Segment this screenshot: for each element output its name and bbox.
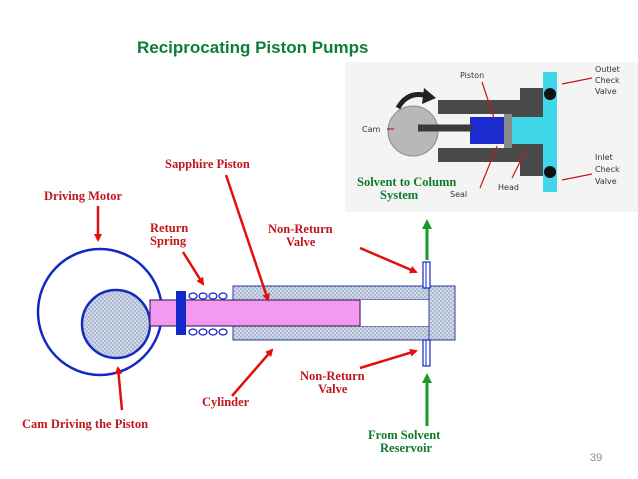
label-non-return-valve-bottom-2: Valve bbox=[318, 382, 348, 396]
inset-label-piston: Piston bbox=[460, 71, 484, 80]
arrow-cylinder bbox=[231, 348, 274, 397]
inset-rotation-arrow-head bbox=[422, 88, 436, 104]
leader-outlet bbox=[561, 77, 593, 85]
label-from-solvent-1: From Solvent bbox=[368, 428, 441, 442]
arrow-non-return-valve-top bbox=[359, 246, 418, 274]
inset-seal bbox=[504, 114, 512, 148]
return-spring-top bbox=[188, 292, 228, 300]
inset-label-outlet-1: Outlet bbox=[595, 65, 620, 74]
leader-seal bbox=[479, 145, 498, 189]
leader-piston bbox=[481, 81, 495, 119]
label-return-spring-1: Return bbox=[150, 221, 188, 235]
return-spring-bottom bbox=[188, 328, 228, 336]
cylinder-head bbox=[428, 285, 456, 341]
arrow-return-spring bbox=[181, 251, 205, 286]
label-cam-driving-piston: Cam Driving the Piston bbox=[22, 417, 148, 431]
inset-label-head: Head bbox=[498, 183, 519, 192]
inset-diagram: Piston Outlet Check Valve Cam Inlet Chec… bbox=[345, 62, 638, 212]
arrow-non-return-valve-bottom bbox=[359, 348, 418, 370]
label-solvent-to-column-2: System bbox=[380, 188, 419, 202]
inset-outlet-ball bbox=[544, 88, 556, 100]
page-title: Reciprocating Piston Pumps bbox=[137, 38, 369, 57]
inset-label-cam: Cam bbox=[362, 125, 380, 134]
main-diagram: Driving Motor Sapphire Piston Return Spr… bbox=[22, 157, 456, 455]
arrow-cam bbox=[114, 366, 124, 411]
inset-label-outlet-2: Check bbox=[595, 76, 620, 85]
inset-label-outlet-3: Valve bbox=[595, 87, 617, 96]
label-non-return-valve-bottom-1: Non-Return bbox=[300, 369, 365, 383]
leader-inlet bbox=[561, 173, 593, 181]
label-non-return-valve-top-1: Non-Return bbox=[268, 222, 333, 236]
label-solvent-to-column-1: Solvent to Column bbox=[357, 175, 456, 189]
label-from-solvent-2: Reservoir bbox=[380, 441, 433, 455]
page-number: 39 bbox=[590, 452, 603, 464]
label-return-spring-2: Spring bbox=[150, 234, 187, 248]
inset-flow-channel bbox=[543, 72, 557, 192]
inset-label-seal: Seal bbox=[450, 190, 467, 199]
inset-inlet-ball bbox=[544, 166, 556, 178]
leader-head bbox=[511, 149, 527, 179]
cylinder-wall-top bbox=[232, 285, 430, 301]
inset-label-inlet-3: Valve bbox=[595, 177, 617, 186]
piston-collar bbox=[176, 291, 186, 335]
arrow-sapphire-piston bbox=[224, 174, 270, 302]
cam bbox=[80, 288, 152, 360]
label-driving-motor: Driving Motor bbox=[44, 189, 123, 203]
inset-label-inlet-1: Inlet bbox=[595, 153, 613, 162]
inset-label-inlet-2: Check bbox=[595, 165, 620, 174]
label-non-return-valve-top-2: Valve bbox=[286, 235, 316, 249]
label-cylinder: Cylinder bbox=[202, 395, 250, 409]
label-sapphire-piston: Sapphire Piston bbox=[165, 157, 250, 171]
cylinder-wall-bottom bbox=[232, 325, 430, 341]
